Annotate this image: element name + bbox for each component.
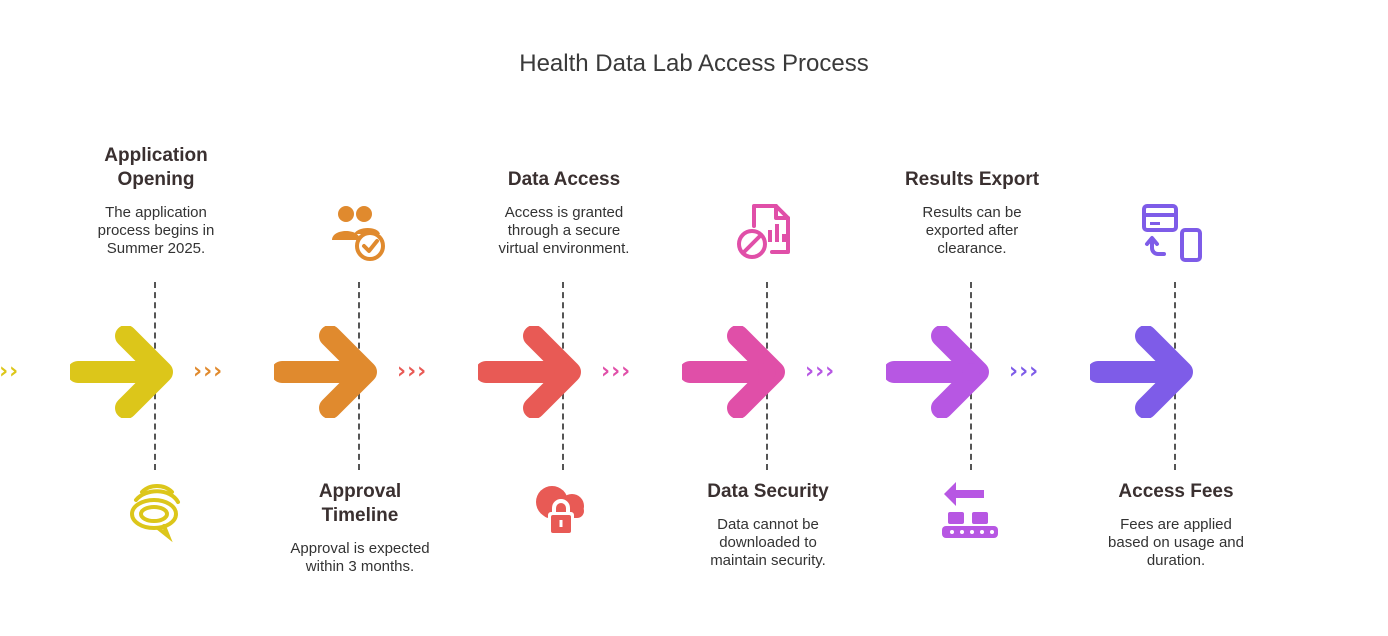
step-description: Approval is expected within 3 months. xyxy=(290,540,430,575)
step-description: The application process begins in Summer… xyxy=(97,204,215,257)
step-text: Results Export Results can be exported a… xyxy=(870,168,1074,258)
step-text: Data Access Access is granted through a … xyxy=(462,168,666,258)
users-check-icon xyxy=(332,206,385,261)
chat-bubbles-icon xyxy=(130,484,180,543)
chevrons-icon: ››› xyxy=(1009,359,1040,384)
chevrons-icon: ››› xyxy=(805,359,836,384)
step-description: Data cannot be downloaded to maintain se… xyxy=(710,516,826,569)
cloud-lock-icon xyxy=(536,486,584,536)
step-data-security: ››› Data Security Data cannot be downloa… xyxy=(601,0,870,636)
step-heading: Application Opening xyxy=(104,145,208,190)
chevrons-icon: ››› xyxy=(0,359,20,384)
timeline-dot xyxy=(350,363,368,381)
step-text: Access Fees Fees are applied based on us… xyxy=(1074,480,1278,570)
diagram-title: Health Data Lab Access Process xyxy=(519,50,869,77)
timeline-dot xyxy=(758,363,776,381)
step-description: Access is granted through a secure virtu… xyxy=(498,204,630,257)
timeline-dot xyxy=(1166,363,1184,381)
timeline-dot xyxy=(554,363,572,381)
chevrons-icon: ››› xyxy=(397,359,428,384)
timeline-dot xyxy=(962,363,980,381)
step-description: Fees are applied based on usage and dura… xyxy=(1108,516,1244,569)
export-conveyor-icon xyxy=(942,482,998,538)
step-data-access: ››› Data Access Access is granted throug… xyxy=(397,0,666,636)
step-application-opening: ››› Application Opening The application … xyxy=(0,0,258,636)
step-heading: Access Fees xyxy=(1118,481,1234,502)
step-description: Results can be exported after clearance. xyxy=(922,204,1022,257)
card-to-phone-payment-icon xyxy=(1142,204,1202,262)
step-heading: Data Access xyxy=(507,169,621,190)
step-results-export: ››› Results Export Results can be export… xyxy=(805,0,1074,636)
timeline-dot xyxy=(146,363,164,381)
step-text: Approval Timeline Approval is expected w… xyxy=(258,480,462,576)
step-heading: Approval Timeline xyxy=(318,481,402,526)
step-text: Application Opening The application proc… xyxy=(54,144,258,258)
blocked-document-chart-icon xyxy=(737,204,790,259)
chevrons-icon: ››› xyxy=(601,359,632,384)
step-access-fees: ››› Access Fees Fees are applied based o… xyxy=(1009,0,1278,636)
step-text: Data Security Data cannot be downloaded … xyxy=(666,480,870,570)
step-heading: Data Security xyxy=(707,481,829,502)
step-approval-timeline: ››› Approval Timeline Approval is expect… xyxy=(193,0,462,636)
chevrons-icon: ››› xyxy=(193,359,224,384)
step-heading: Results Export xyxy=(904,169,1040,190)
